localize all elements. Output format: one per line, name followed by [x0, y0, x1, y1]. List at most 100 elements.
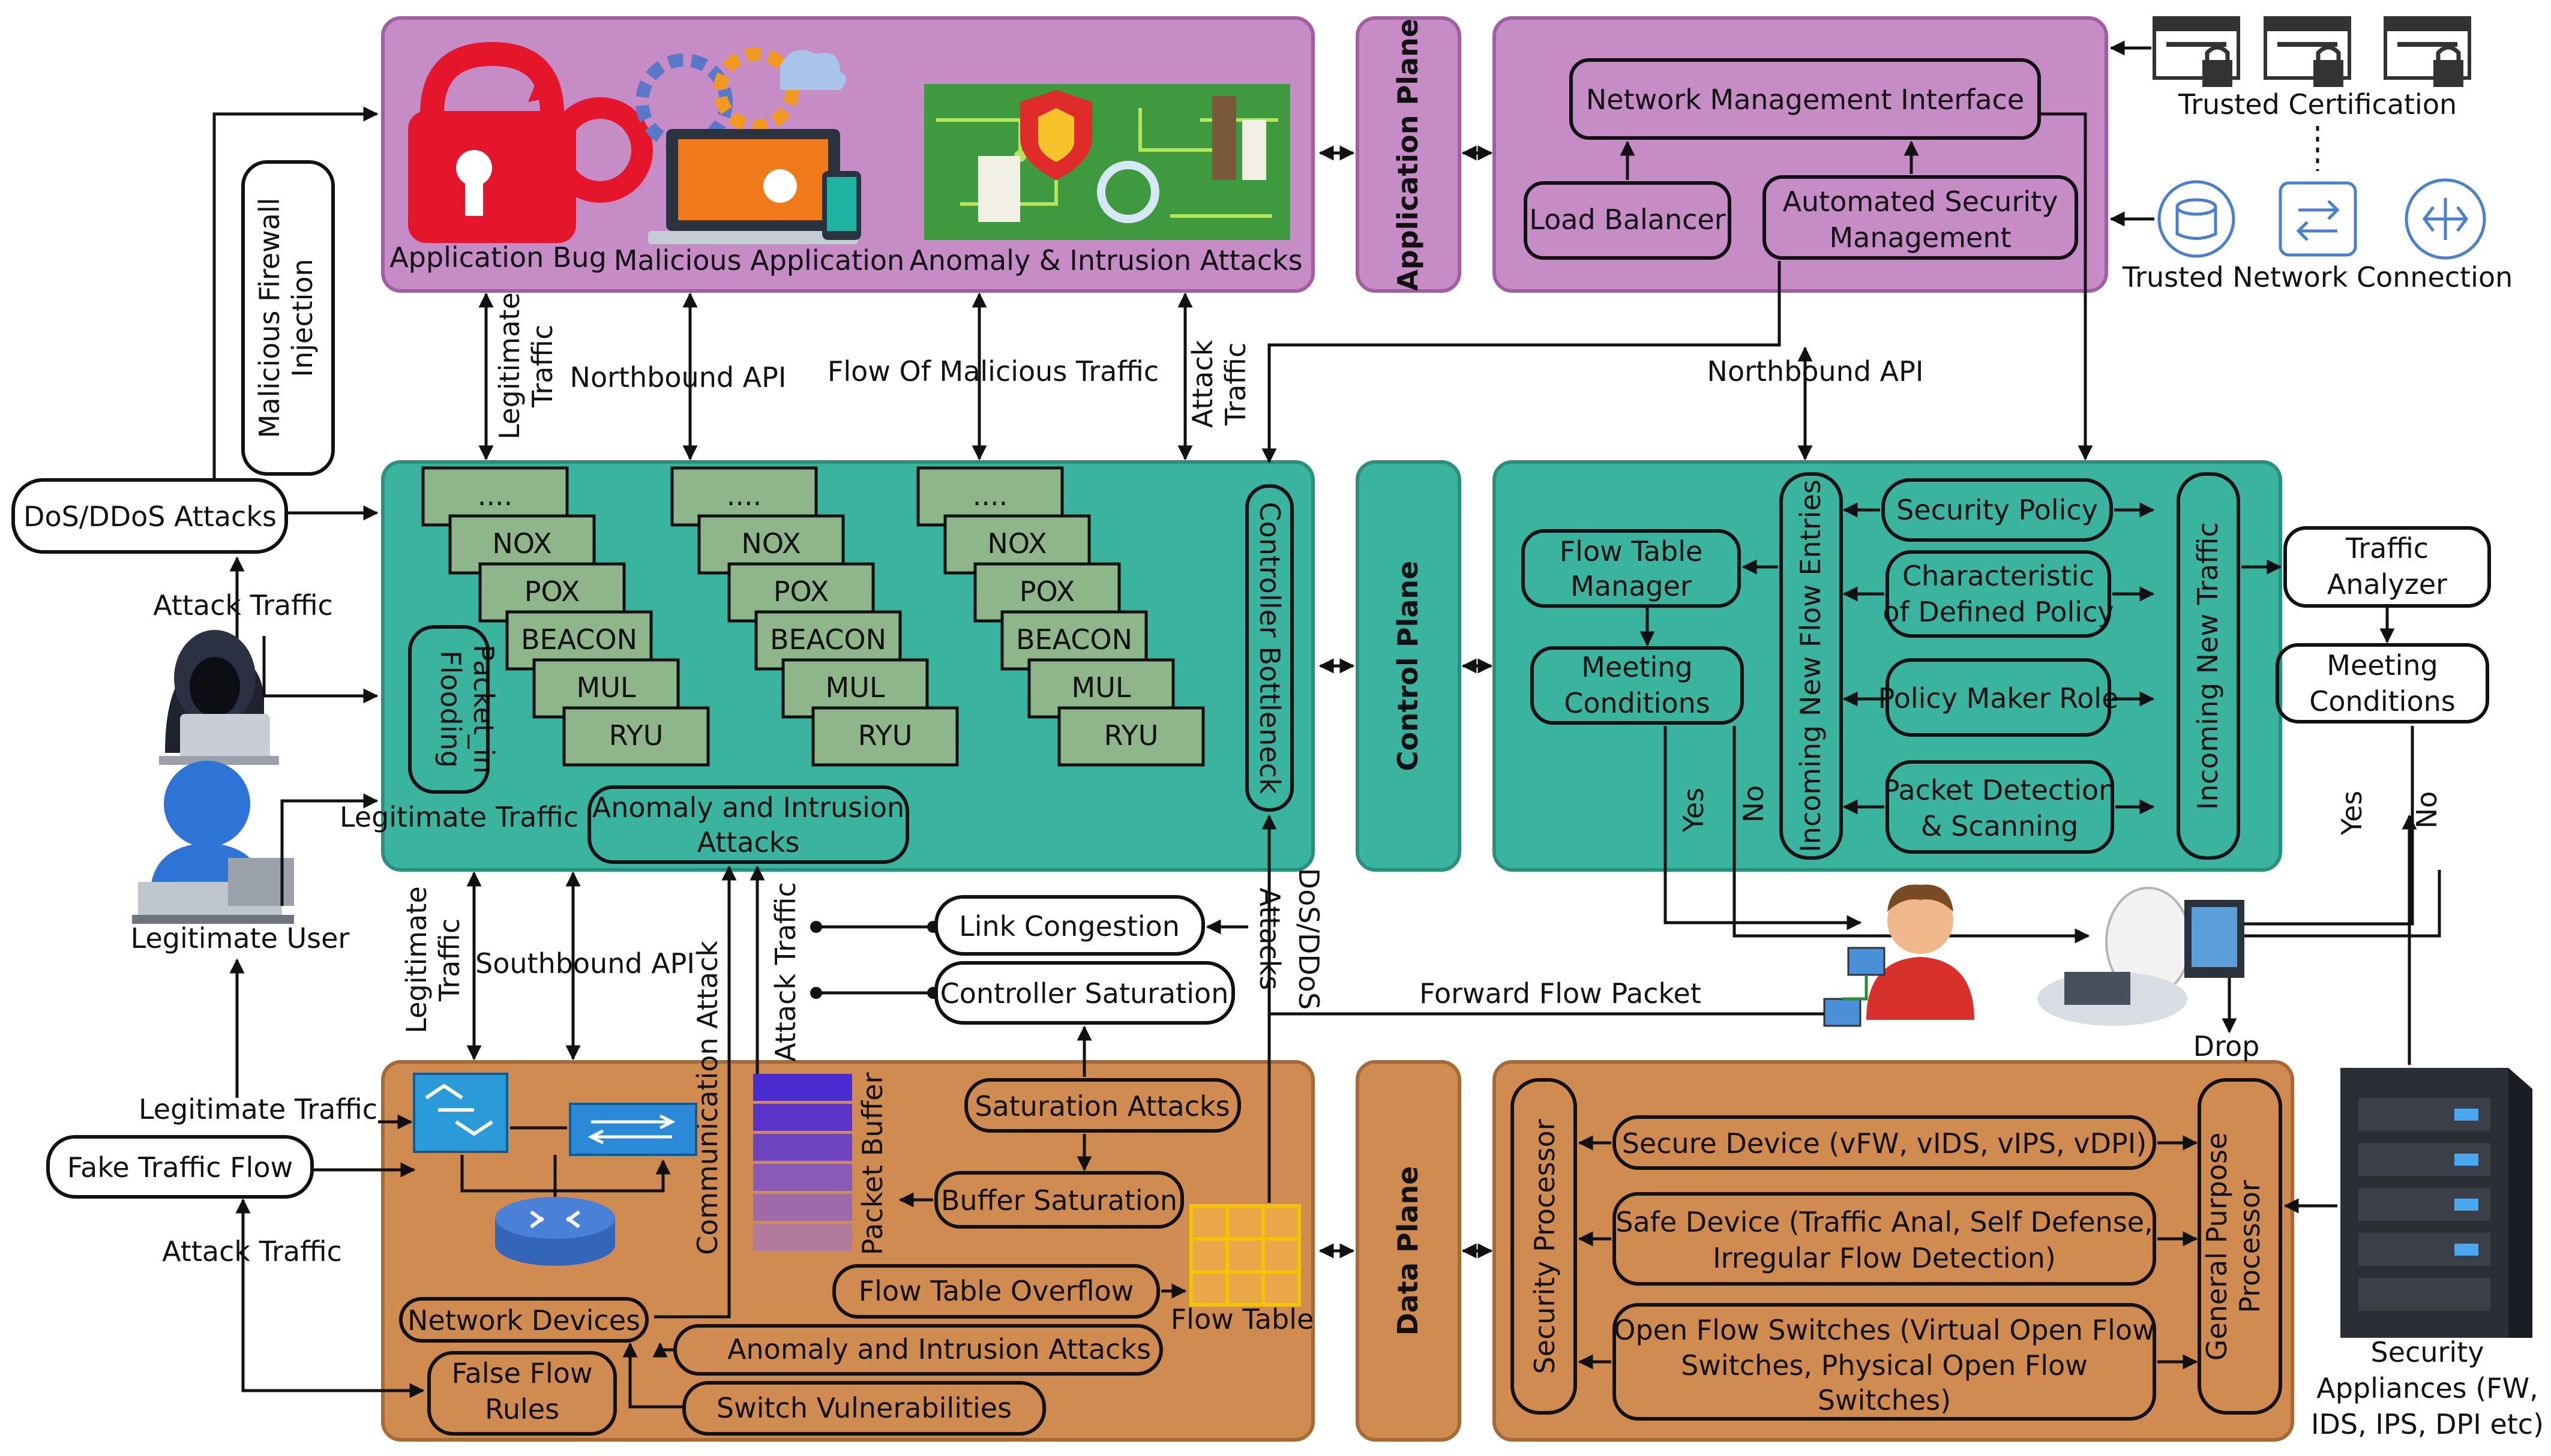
legitimate-traffic-low-label: Legitimate Traffic	[139, 1093, 377, 1125]
incoming-new-traffic-box	[2177, 472, 2240, 860]
data-plane-label: Data Plane	[1392, 1166, 1424, 1336]
controller-stack-3	[916, 466, 1205, 767]
controller-label: RYU	[609, 719, 664, 752]
load-balancer-label: Load Balancer	[1529, 203, 1725, 236]
malicious-firewall-label-2: Injection	[286, 259, 319, 377]
buffer-saturation-label: Buffer Saturation	[941, 1184, 1177, 1217]
controller-label: ....	[727, 479, 762, 512]
incoming-flow-entries-box	[1779, 472, 1843, 860]
buffer-saturation-box	[934, 1171, 1184, 1229]
controller-label: POX	[524, 575, 580, 608]
trusted-certification-icons	[2153, 16, 2471, 87]
packet-in-flooding-box	[408, 625, 490, 794]
meeting-conditions-left-label-2: Conditions	[1564, 687, 1710, 719]
security-policy-label: Security Policy	[1896, 494, 2098, 526]
controller-labels: .... NOX POX BEACON MUL RYU.... NOX POX BEACON MU…	[478, 479, 1159, 752]
controller-label: POX	[1020, 575, 1075, 608]
traffic-analyzer-label-1: Traffic	[2345, 532, 2429, 565]
security-appliances-label-3: IDS, IPS, DPI etc)	[2311, 1408, 2544, 1440]
meeting-conditions-left-box	[1530, 646, 1744, 725]
incoming-new-traffic-label: Incoming New Traffic	[2192, 522, 2224, 810]
characteristic-policy-label-1: Characteristic	[1902, 560, 2094, 592]
packet-in-label-2: Flooding	[434, 650, 467, 768]
controller-label: BEACON	[521, 623, 637, 656]
controller-label: BEACON	[770, 623, 886, 656]
malicious-firewall-label-1: Malicious Firewall	[253, 198, 286, 439]
security-appliances-label-2: Appliances (FW,	[2316, 1372, 2538, 1404]
legitimate-arrow-label-2: Traffic	[526, 325, 559, 408]
controller-label: NOX	[987, 527, 1047, 560]
no-right-label: No	[2411, 791, 2443, 829]
open-flow-switches-label-2: Switches, Physical Open Flow	[1681, 1349, 2088, 1382]
safe-device-label-1: Safe Device (Traffic Anal, Self Defense,	[1615, 1206, 2153, 1238]
drop-computer-icon	[2037, 887, 2244, 1026]
network-management-interface-box	[1569, 58, 2041, 140]
security-processor-label: Security Processor	[1528, 1119, 1561, 1374]
meeting-conditions-right-label-2: Conditions	[2309, 685, 2455, 718]
traffic-analyzer-box	[2283, 526, 2491, 608]
controller-label: MUL	[826, 671, 885, 704]
application-bug-label: Application Bug	[389, 241, 607, 274]
yes-left-label: Yes	[1677, 788, 1710, 833]
controller-saturation-label: Controller Saturation	[940, 977, 1229, 1010]
northbound-api-right-label: Northbound API	[1707, 355, 1924, 388]
switch-vulnerabilities-label: Switch Vulnerabilities	[717, 1392, 1012, 1424]
automated-security-label-1: Automated Security	[1783, 185, 2058, 218]
data-plane-label-panel	[1356, 1060, 1461, 1442]
flow-table-manager-label-1: Flow Table	[1560, 535, 1703, 568]
flow-table-overflow-box	[832, 1264, 1160, 1319]
anomaly-intrusion-control-label-1: Anomaly and Intrusion	[592, 791, 904, 824]
controller-label: NOX	[741, 527, 801, 560]
hacker-icon	[159, 630, 279, 765]
secure-device-box	[1612, 1115, 2156, 1170]
flow-malicious-traffic-label: Flow Of Malicious Traffic	[828, 355, 1159, 388]
policy-maker-role-box	[1885, 658, 2111, 737]
traffic-analyzer-label-2: Analyzer	[2327, 568, 2447, 601]
controller-label: ....	[973, 479, 1008, 512]
general-purpose-label-1: General Purpose	[2201, 1133, 2233, 1361]
attack-traffic-top-label: Attack Traffic	[153, 589, 333, 622]
fake-traffic-flow-box	[46, 1135, 314, 1199]
controller-bottleneck-label: Controller Bottleneck	[1254, 502, 1286, 794]
flow-table-grid-icon	[1189, 1204, 1301, 1307]
flow-table-overflow-label: Flow Table Overflow	[859, 1275, 1134, 1307]
secure-device-label: Secure Device (vFW, vIDS, vIPS, vDPI)	[1622, 1127, 2147, 1160]
attack-traffic-low-label: Attack Traffic	[162, 1235, 342, 1268]
packet-buffer-stack	[753, 1074, 852, 1251]
controller-label: MUL	[577, 671, 636, 704]
controller-saturation-box	[934, 961, 1235, 1025]
fake-traffic-flow-label: Fake Traffic Flow	[67, 1151, 293, 1184]
general-purpose-label-2: Processor	[2234, 1180, 2266, 1313]
application-plane-label: Application Plane	[1392, 19, 1424, 291]
load-balancer-box	[1524, 181, 1731, 260]
packet-buffer-label: Packet Buffer	[856, 1073, 889, 1256]
attack-traffic-vert-label: Attack Traffic	[769, 882, 802, 1062]
meeting-conditions-right-label-1: Meeting	[2327, 649, 2438, 682]
malicious-application-icon	[635, 47, 861, 244]
policy-maker-role-label: Policy Maker Role	[1878, 682, 2119, 715]
security-appliances-label-1: Security	[2371, 1336, 2484, 1368]
security-appliance-server-icon	[2340, 1068, 2532, 1338]
legitimate-traffic-mid-label: Legitimate Traffic	[340, 801, 578, 833]
anomaly-intrusion-label: Anomaly & Intrusion Attacks	[909, 244, 1302, 277]
network-management-interface-label: Network Management Interface	[1586, 83, 2024, 116]
meeting-conditions-right-box	[2276, 643, 2489, 724]
app-plane-right-panel	[1492, 16, 2108, 293]
control-plane-right-panel	[1492, 460, 2282, 872]
flow-table-manager-box	[1521, 529, 1741, 608]
meeting-conditions-left-label-1: Meeting	[1581, 651, 1692, 683]
link-congestion-label: Link Congestion	[959, 910, 1180, 942]
saturation-attacks-box	[964, 1078, 1241, 1133]
false-flow-rules-label-1: False Flow	[451, 1357, 592, 1389]
legit-traffic-vert-label-2: Traffic	[433, 918, 466, 1002]
data-plane-right-panel	[1492, 1060, 2294, 1442]
anomaly-intrusion-data-label: Anomaly and Intrusion Attacks	[727, 1333, 1151, 1365]
general-purpose-processor-box	[2198, 1078, 2282, 1415]
trusted-network-connection-icons	[2157, 178, 2486, 260]
dos-ddos-vert-label-1: DoS/DDoS	[1293, 868, 1325, 1010]
false-flow-rules-label-2: Rules	[485, 1393, 559, 1425]
controller-label: ....	[478, 479, 513, 512]
drop-label: Drop	[2193, 1030, 2260, 1062]
legit-traffic-vert-label-1: Legitimate	[400, 886, 433, 1033]
